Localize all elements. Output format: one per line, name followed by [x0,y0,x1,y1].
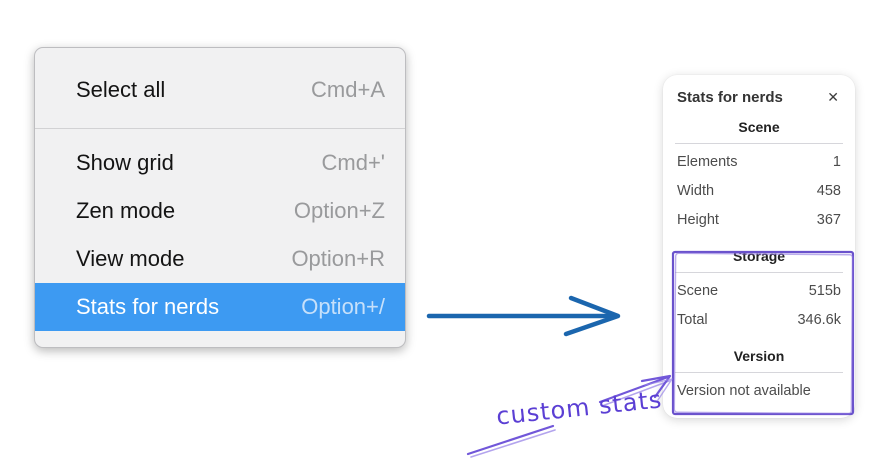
stat-row-scene-storage: Scene 515b [677,277,841,306]
stat-value: 458 [816,183,841,199]
stats-panel: Stats for nerds ✕ Scene Elements 1 Width… [663,75,855,418]
menu-item-shortcut: Cmd+' [321,150,386,175]
stat-value: 367 [816,212,841,228]
section-header-storage: Storage [732,248,786,264]
menu-item-shortcut: Option+R [291,246,385,271]
stat-label: Elements [677,154,738,170]
section-divider [675,143,843,144]
annotation-arrow-icon [466,374,673,458]
stat-row-height: Height 367 [677,206,841,235]
menu-item-label: Stats for nerds [76,294,220,319]
menu-item-label: Zen mode [76,198,176,223]
menu-divider [35,128,405,129]
context-menu: Select all Cmd+A Show grid Cmd+' Zen mod… [34,47,406,348]
stat-label: Width [677,183,715,199]
stat-value: 515b [808,283,841,299]
stat-row-total-storage: Total 346.6k [677,306,841,335]
section-divider [675,372,843,373]
stat-row-elements: Elements 1 [677,148,841,177]
menu-item-label: View mode [76,246,185,271]
close-icon[interactable]: ✕ [827,89,839,105]
flow-arrow-icon [426,295,621,337]
stat-value: 1 [832,154,841,170]
menu-item-shortcut: Option+/ [301,294,385,319]
storage-section: Storage Scene 515b Total 346.6k [675,248,843,335]
menu-item-stats-for-nerds[interactable]: Stats for nerds Option+/ [35,283,405,331]
scene-section: Scene Elements 1 Width 458 Height 367 [675,119,843,235]
menu-item-label: Show grid [76,150,174,175]
menu-item-shortcut: Cmd+A [311,77,385,102]
version-section: Version Version not available [675,348,843,406]
section-header-scene: Scene [738,119,780,135]
stat-label: Scene [677,283,719,299]
stat-label: Height [677,212,719,228]
menu-item-label: Select all [76,77,166,102]
menu-item-view-mode[interactable]: View mode Option+R [35,235,405,283]
menu-item-zen-mode[interactable]: Zen mode Option+Z [35,187,405,235]
menu-item-shortcut: Option+Z [293,198,385,223]
stat-label: Total [677,312,708,328]
version-note: Version not available [677,383,811,399]
menu-item-select-all[interactable]: Select all Cmd+A [35,62,405,118]
menu-item-show-grid[interactable]: Show grid Cmd+' [35,139,405,187]
stats-panel-header: Stats for nerds ✕ [677,88,841,106]
stat-value: 346.6k [797,312,841,328]
section-header-version: Version [733,348,785,364]
section-divider [675,272,843,273]
stat-row-width: Width 458 [677,177,841,206]
stats-panel-title: Stats for nerds [677,88,783,106]
